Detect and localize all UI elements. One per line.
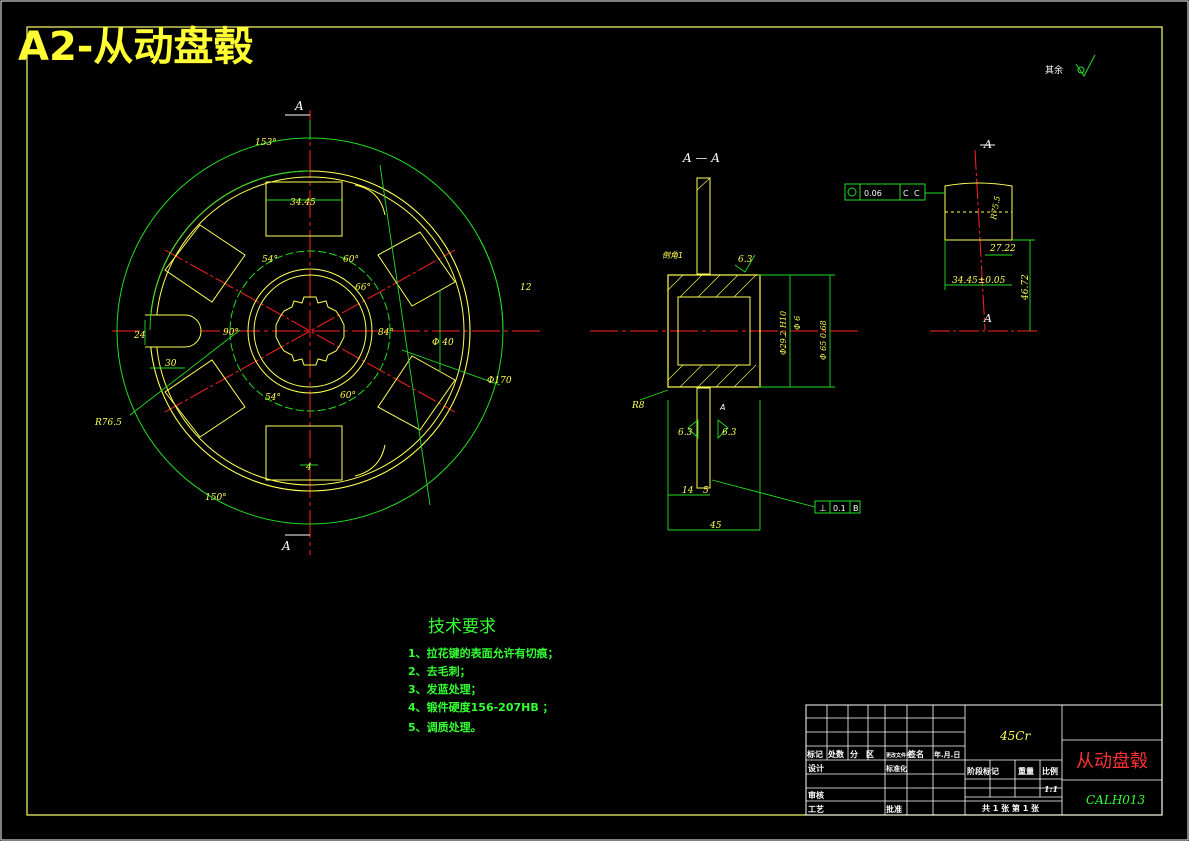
dim-len-14: 14 xyxy=(682,486,694,496)
roughness-left: 6.3 xyxy=(678,428,693,438)
dim-dia-mid: Φ 6 xyxy=(793,316,802,330)
dim-46-72: 46.72 xyxy=(1021,274,1031,301)
dim-side-30: 30 xyxy=(165,359,177,369)
position-symbol-icon xyxy=(847,187,857,197)
dim-dia-right: Φ 65 0.68 xyxy=(819,320,828,360)
tol-datum: B xyxy=(853,504,859,513)
dim-27-22: 27.22 xyxy=(989,244,1016,254)
dim-angle-54a: 54° xyxy=(262,255,278,265)
detail-mark-bottom: A xyxy=(983,312,992,325)
datum-mark: A xyxy=(719,403,725,412)
dim-angle-90: 90° xyxy=(223,328,239,338)
section-mark-bottom: A xyxy=(281,539,291,553)
note-item: 4、锻件硬度156-207HB ； xyxy=(408,700,554,714)
dim-r75-5: R75.5 xyxy=(989,195,1002,221)
dim-angle-54b: 54° xyxy=(265,393,281,403)
row-process: 工艺 xyxy=(808,804,824,814)
rev-col-mark: 标记 xyxy=(806,749,823,759)
rev-col-date: 年.月.日 xyxy=(934,750,960,759)
tol-value: 0.1 xyxy=(833,504,846,513)
col-weight: 重量 xyxy=(1018,766,1034,776)
position-tolerance-frame: 0.06 C C xyxy=(844,183,926,201)
row-design: 设计 xyxy=(808,763,824,773)
material: 45Cr xyxy=(999,729,1031,743)
detail-tol-b: C xyxy=(914,189,920,198)
dim-34-45: 34.45±0.05 xyxy=(952,276,1006,286)
col-stage: 阶段标记 xyxy=(967,766,999,776)
rev-col-zone: 分 区 xyxy=(850,749,874,759)
title-block: 标记 处数 分 区 更改文件号 签名 年.月.日 设计 标准化 审核 工艺 批准… xyxy=(805,704,1163,816)
dim-arc-12: 12 xyxy=(520,283,532,293)
notes-heading: 技术要求 xyxy=(428,617,496,637)
dim-small-4: 4 xyxy=(305,463,312,473)
front-view: A A 153° 150° 34.45 24 30 R76.5 54° 60° … xyxy=(94,99,540,555)
dim-slot-width: 34.45 xyxy=(290,198,316,208)
flatness-tolerance-frame: ⊥ 0.1 B xyxy=(814,500,861,514)
section-view: A — A xyxy=(590,151,861,531)
sheet-count: 共 1 张 第 1 张 xyxy=(982,803,1040,813)
section-mark-top: A xyxy=(294,99,304,113)
row-approve: 批准 xyxy=(886,804,902,814)
dim-angle-84: 84° xyxy=(378,328,394,338)
dim-angle-60a: 60° xyxy=(343,255,359,265)
note-item: 1、拉花键的表面允许有切痕； xyxy=(408,646,559,660)
dim-angle-153: 153° xyxy=(255,138,277,148)
dim-side-24: 24 xyxy=(133,331,146,341)
dim-len-5: 5 xyxy=(703,486,709,496)
row-standard: 标准化 xyxy=(885,764,907,773)
technical-notes: 技术要求 1、拉花键的表面允许有切痕； 2、去毛刺； 3、发蓝处理； 4、锻件硬… xyxy=(408,617,559,734)
dim-len-45: 45 xyxy=(709,521,722,531)
rev-col-file: 更改文件号 xyxy=(886,752,911,759)
roughness-top: 6.3 xyxy=(738,255,753,265)
detail-view: A A 0.06 C C 27.22 34.45±0.05 R75.5 46.7… xyxy=(844,138,1040,332)
dim-dia-left: Φ29.2 H10 xyxy=(779,311,788,355)
dim-angle-66: 66° xyxy=(355,283,371,293)
row-review: 审核 xyxy=(808,790,824,800)
drawing-number: CALH013 xyxy=(1086,793,1146,807)
dim-dia-40: Φ 40 xyxy=(432,338,454,348)
part-name: 从动盘毂 xyxy=(1076,751,1148,772)
rev-col-count: 处数 xyxy=(827,749,845,759)
dim-radius-765: R76.5 xyxy=(94,418,122,428)
col-scale: 比例 xyxy=(1042,766,1058,776)
detail-tol-value: 0.06 xyxy=(864,189,882,198)
note-item: 2、去毛刺； xyxy=(408,664,471,678)
note-chamfer: 倒角1 xyxy=(662,251,683,260)
note-item: 3、发蓝处理； xyxy=(408,682,482,696)
rev-col-sign: 签名 xyxy=(907,749,924,759)
roughness-note: 其余 xyxy=(1045,54,1096,77)
roughness-right: 6.3 xyxy=(722,428,737,438)
detail-mark-top: A xyxy=(983,138,992,151)
dim-dia-170: Φ170 xyxy=(487,376,512,386)
note-item: 5、调质处理。 xyxy=(408,720,482,734)
tol-symbol: ⊥ xyxy=(819,504,827,514)
drawing-frame xyxy=(26,26,1163,816)
dim-angle-60b: 60° xyxy=(340,391,356,401)
sheet-title: A2-从动盘毂 xyxy=(18,24,253,70)
scale-value: 1:1 xyxy=(1044,784,1058,794)
dim-radius-8: R8 xyxy=(631,401,645,411)
roughness-label: 其余 xyxy=(1045,64,1063,76)
section-view-title: A — A xyxy=(682,151,720,165)
dim-angle-150: 150° xyxy=(205,493,227,503)
detail-tol-a: C xyxy=(903,189,909,198)
